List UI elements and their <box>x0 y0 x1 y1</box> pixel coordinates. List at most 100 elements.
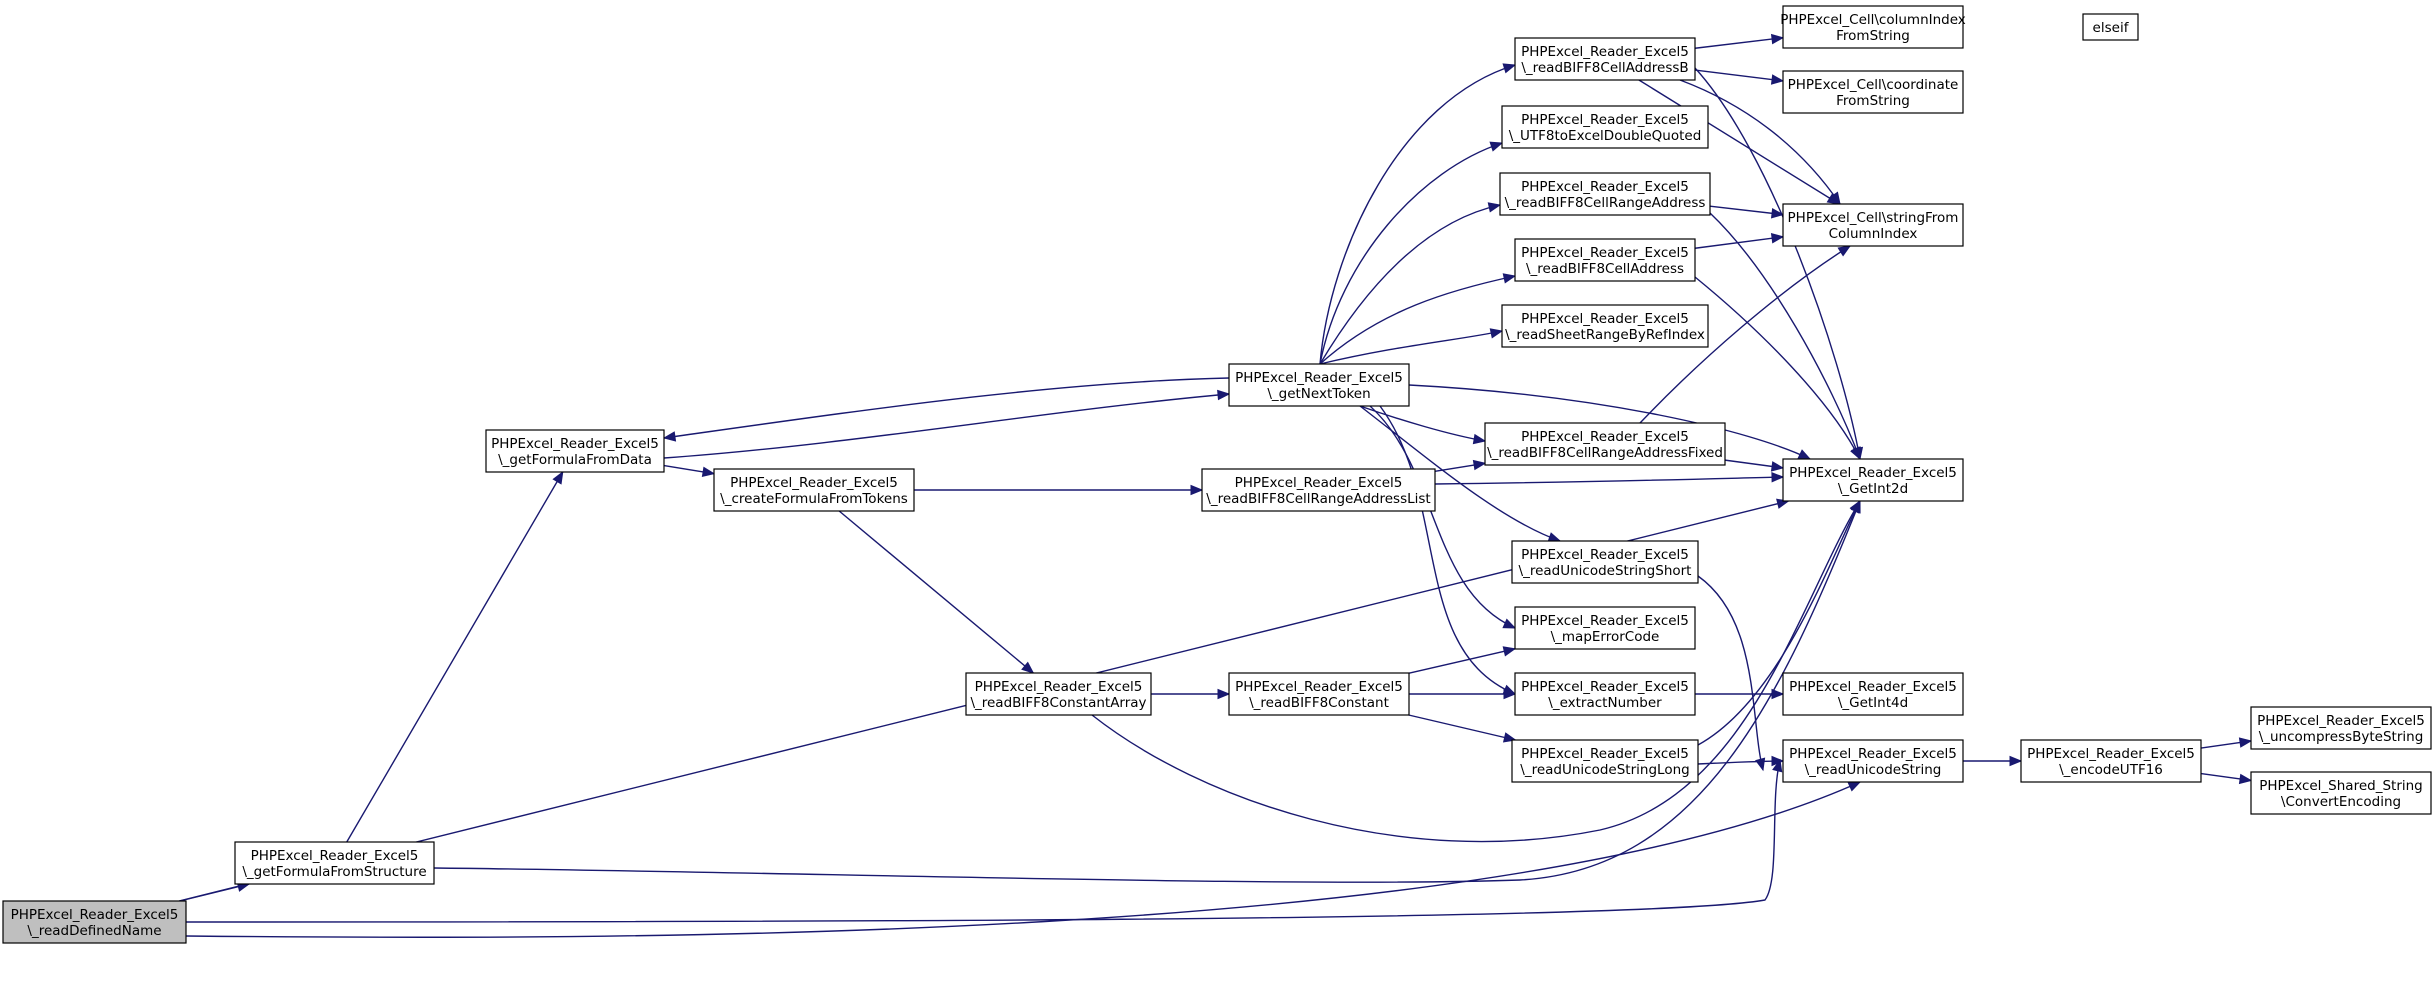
edge-line <box>1638 79 1840 205</box>
node-box <box>1514 606 1696 650</box>
edge-createFormulaFromTokens-to-readBIFF8CellRangeAddressList <box>914 484 1204 496</box>
node-label-line: PHPExcel_Reader_Excel5 <box>491 436 659 452</box>
node-label-line: \_uncompressByteString <box>2259 729 2424 745</box>
edge-arrowhead <box>662 431 677 442</box>
node-readBIFF8CellAddress[interactable]: PHPExcel_Reader_Excel5\_readBIFF8CellAdd… <box>1514 238 1696 282</box>
node-box <box>1201 468 1436 512</box>
node-readDefinedName[interactable]: PHPExcel_Reader_Excel5\_readDefinedName <box>2 900 187 944</box>
node-readBIFF8ConstantArray[interactable]: PHPExcel_Reader_Excel5\_readBIFF8Constan… <box>965 672 1152 716</box>
node-label-line: \_readBIFF8Constant <box>1249 695 1389 711</box>
node-getNextToken[interactable]: PHPExcel_Reader_Excel5\_getNextToken <box>1228 363 1410 407</box>
node-mapErrorCode[interactable]: PHPExcel_Reader_Excel5\_mapErrorCode <box>1514 606 1696 650</box>
node-readBIFF8CellRangeAddressFixed[interactable]: PHPExcel_Reader_Excel5\_readBIFF8CellRan… <box>1484 422 1726 466</box>
node-label-line: FromString <box>1836 28 1910 44</box>
edge-getNextToken-to-readBIFF8CellRangeAddress <box>1319 202 1502 365</box>
node-label-line: PHPExcel_Reader_Excel5 <box>975 679 1143 695</box>
edge-line <box>1679 79 1841 205</box>
node-UTF8toExcelDoubleQuoted[interactable]: PHPExcel_Reader_Excel5\_UTF8toExcelDoubl… <box>1501 105 1709 149</box>
node-box <box>965 672 1152 716</box>
node-ConvertEncoding[interactable]: PHPExcel_Shared_String\ConvertEncoding <box>2250 771 2432 815</box>
node-label-line: \_readDefinedName <box>27 923 161 939</box>
node-elseif[interactable]: elseif <box>2082 13 2139 41</box>
node-label-line: \_readBIFF8ConstantArray <box>970 695 1146 711</box>
edge-line <box>1434 476 1784 485</box>
node-box <box>1782 458 1964 502</box>
node-label-line: PHPExcel_Reader_Excel5 <box>1235 679 1403 695</box>
node-GetInt2d[interactable]: PHPExcel_Reader_Excel5\_GetInt2d <box>1782 458 1964 502</box>
edge-line <box>1379 405 1516 695</box>
node-GetInt4d[interactable]: PHPExcel_Reader_Excel5\_GetInt4d <box>1782 672 1964 716</box>
node-label-line: PHPExcel_Reader_Excel5 <box>1521 547 1689 563</box>
node-box <box>2 900 187 944</box>
edge-readBIFF8CellAddressB-to-columnIndexFromString <box>1694 33 1785 49</box>
edge-line <box>1369 405 1516 629</box>
node-readBIFF8CellAddressB[interactable]: PHPExcel_Reader_Excel5\_readBIFF8CellAdd… <box>1514 37 1696 81</box>
node-label-line: ColumnIndex <box>1829 226 1918 242</box>
edge-arrowhead <box>701 466 716 478</box>
edge-line <box>1319 142 1503 365</box>
node-extractNumber[interactable]: PHPExcel_Reader_Excel5\_extractNumber <box>1514 672 1696 716</box>
edge-readBIFF8CellRangeAddressList-to-GetInt2d <box>1434 472 1785 485</box>
node-readUnicodeString[interactable]: PHPExcel_Reader_Excel5\_readUnicodeStrin… <box>1782 739 1964 783</box>
node-label-line: \_readBIFF8CellRangeAddressFixed <box>1487 445 1723 461</box>
node-label-line: \_encodeUTF16 <box>2059 762 2163 778</box>
node-label-line: \_UTF8toExcelDoubleQuoted <box>1509 128 1702 144</box>
node-label-line: \_readBIFF8CellRangeAddress <box>1505 195 1706 211</box>
edge-arrowhead <box>1837 245 1852 257</box>
edge-arrowhead <box>1755 757 1766 772</box>
edge-getFormulaFromData-to-createFormulaFromTokens <box>663 464 716 478</box>
node-box <box>1782 70 1964 114</box>
node-label-line: \_readUnicodeStringShort <box>1519 563 1692 579</box>
edge-arrowhead <box>1502 646 1517 657</box>
edge-arrowhead <box>1770 461 1785 472</box>
edge-getNextToken-to-readBIFF8CellAddressB <box>1319 63 1517 365</box>
node-box <box>1501 105 1709 149</box>
node-label-line: PHPExcel_Reader_Excel5 <box>730 475 898 491</box>
edge-arrowhead <box>1850 499 1861 514</box>
node-readUnicodeStringLong[interactable]: PHPExcel_Reader_Excel5\_readUnicodeStrin… <box>1511 739 1699 783</box>
edge-readUnicodeStringShort-to-readUnicodeString <box>1697 575 1766 772</box>
node-readSheetRangeByRefIndex[interactable]: PHPExcel_Reader_Excel5\_readSheetRangeBy… <box>1501 304 1709 348</box>
edge-readBIFF8Constant-to-mapErrorCode <box>1408 646 1517 674</box>
node-readBIFF8Constant[interactable]: PHPExcel_Reader_Excel5\_readBIFF8Constan… <box>1228 672 1410 716</box>
node-label-line: PHPExcel_Reader_Excel5 <box>1789 746 1957 762</box>
node-createFormulaFromTokens[interactable]: PHPExcel_Reader_Excel5\_createFormulaFro… <box>713 468 915 512</box>
node-box <box>2250 706 2432 750</box>
node-box <box>1228 672 1410 716</box>
node-readUnicodeStringShort[interactable]: PHPExcel_Reader_Excel5\_readUnicodeStrin… <box>1511 540 1699 584</box>
node-label-line: \_getNextToken <box>1267 386 1370 402</box>
edge-getNextToken-to-readSheetRangeByRefIndex <box>1319 328 1504 365</box>
node-box <box>1782 739 1964 783</box>
node-label-line: \_readSheetRangeByRefIndex <box>1505 327 1705 343</box>
edge-arrowhead <box>1797 449 1812 460</box>
edge-encodeUTF16-to-ConvertEncoding <box>2200 772 2253 785</box>
edge-line <box>1694 67 1861 460</box>
node-label-line: \ConvertEncoding <box>2281 794 2401 810</box>
node-label-line: PHPExcel_Reader_Excel5 <box>1521 179 1689 195</box>
edge-arrowhead <box>1489 141 1504 152</box>
node-uncompressByteString[interactable]: PHPExcel_Reader_Excel5\_uncompressByteSt… <box>2250 706 2432 750</box>
node-readBIFF8CellRangeAddressList[interactable]: PHPExcel_Reader_Excel5\_readBIFF8CellRan… <box>1201 468 1436 512</box>
node-box <box>1501 304 1709 348</box>
edge-arrowhead <box>2238 773 2253 785</box>
edge-line <box>433 500 1861 883</box>
node-getFormulaFromStructure[interactable]: PHPExcel_Reader_Excel5\_getFormulaFromSt… <box>234 841 435 885</box>
node-getFormulaFromData[interactable]: PHPExcel_Reader_Excel5\_getFormulaFromDa… <box>485 429 665 473</box>
node-box <box>1514 37 1696 81</box>
edge-line <box>1091 500 1861 843</box>
node-encodeUTF16[interactable]: PHPExcel_Reader_Excel5\_encodeUTF16 <box>2020 739 2202 783</box>
node-label-line: PHPExcel_Reader_Excel5 <box>2027 746 2195 762</box>
edge-columnIndexFromString-to-elseif <box>1679 79 1841 206</box>
edge-arrowhead <box>1502 63 1517 74</box>
edge-line <box>1694 69 1784 82</box>
edge-arrowhead <box>1472 459 1487 471</box>
node-box <box>1514 238 1696 282</box>
node-box <box>1511 739 1699 783</box>
edge-line <box>1694 276 1861 460</box>
node-label-line: PHPExcel_Reader_Excel5 <box>1521 311 1689 327</box>
node-readBIFF8CellRangeAddress[interactable]: PHPExcel_Reader_Excel5\_readBIFF8CellRan… <box>1499 172 1711 216</box>
edge-readUnicodeString-to-encodeUTF16 <box>1963 755 2023 767</box>
